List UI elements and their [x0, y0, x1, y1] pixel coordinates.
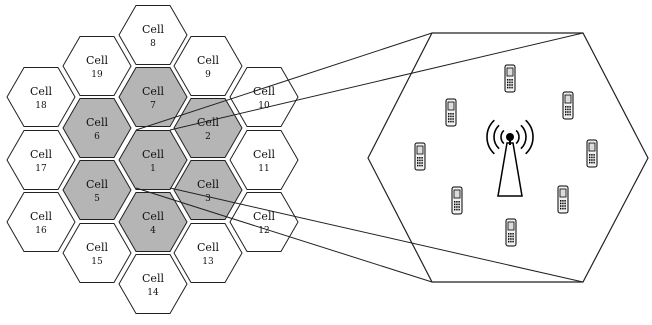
- cell-13: Cell 13: [173, 223, 243, 283]
- zoomed-cell-view: [367, 32, 649, 283]
- cell-6: Cell 6: [62, 98, 132, 158]
- mobile-phone-icon: [414, 142, 426, 171]
- cell-word-label: Cell: [86, 54, 108, 67]
- radio-tower-icon: [486, 119, 534, 197]
- cell-12: Cell 12: [229, 192, 299, 252]
- cell-number-label: 11: [258, 164, 269, 174]
- mobile-phone-icon: [505, 218, 517, 247]
- mobile-phone-icon: [557, 185, 569, 214]
- mobile-phone-icon: [562, 91, 574, 120]
- cell-word-label: Cell: [142, 272, 164, 285]
- cell-hexagon: [118, 254, 188, 314]
- cell-word-label: Cell: [197, 241, 219, 254]
- cell-1: Cell 1: [118, 130, 188, 190]
- cell-number-label: 4: [150, 226, 156, 236]
- cell-17: Cell 17: [6, 130, 76, 190]
- cell-hexagon: [173, 98, 243, 158]
- cell-word-label: Cell: [253, 148, 275, 161]
- cell-18: Cell 18: [6, 67, 76, 127]
- projection-line-4: [169, 187, 584, 283]
- cell-hexagon: [173, 36, 243, 96]
- projection-line-3: [135, 187, 433, 283]
- cell-word-label: Cell: [30, 85, 52, 98]
- cell-number-label: 17: [35, 164, 47, 174]
- cell-word-label: Cell: [30, 210, 52, 223]
- cell-14: Cell 14: [118, 254, 188, 314]
- mobile-phone-icon: [445, 98, 457, 127]
- mobile-phone-icon: [451, 186, 463, 215]
- cell-hexagon: [229, 130, 299, 190]
- cell-16: Cell 16: [6, 192, 76, 252]
- cell-hexagon: [173, 160, 243, 220]
- cell-word-label: Cell: [142, 210, 164, 223]
- projection-line-2: [169, 32, 584, 131]
- cell-hexagon: [62, 36, 132, 96]
- cell-word-label: Cell: [86, 116, 108, 129]
- cell-word-label: Cell: [142, 148, 164, 161]
- cell-hexagon: [6, 67, 76, 127]
- cell-9: Cell 9: [173, 36, 243, 96]
- cell-number-label: 18: [35, 101, 47, 111]
- cell-number-label: 13: [202, 257, 214, 267]
- cell-number-label: 14: [147, 288, 159, 298]
- cell-10: Cell 10: [229, 67, 299, 127]
- zoom-projection-lines: [135, 32, 584, 283]
- cell-hexagon: [118, 5, 188, 65]
- cell-word-label: Cell: [142, 85, 164, 98]
- cell-11: Cell 11: [229, 130, 299, 190]
- cell-hexagon: [6, 130, 76, 190]
- zoomed-cell-hexagon: [367, 32, 649, 283]
- cell-number-label: 1: [150, 164, 156, 174]
- cell-hexagon: [118, 130, 188, 190]
- cell-19: Cell 19: [62, 36, 132, 96]
- cell-number-label: 7: [150, 101, 156, 111]
- projection-line-1: [135, 32, 433, 131]
- cell-4: Cell 4: [118, 192, 188, 252]
- cell-word-label: Cell: [197, 178, 219, 191]
- cell-hexagon: [229, 192, 299, 252]
- cell-number-label: 2: [205, 132, 211, 142]
- cell-number-label: 8: [150, 39, 156, 49]
- cell-word-label: Cell: [30, 148, 52, 161]
- cell-number-label: 16: [35, 226, 47, 236]
- cell-3: Cell 3: [173, 160, 243, 220]
- cell-number-label: 6: [94, 132, 100, 142]
- cell-word-label: Cell: [253, 210, 275, 223]
- cell-word-label: Cell: [142, 23, 164, 36]
- cell-15: Cell 15: [62, 223, 132, 283]
- cell-hexagon: [173, 223, 243, 283]
- cell-hexagon: [118, 192, 188, 252]
- cell-number-label: 12: [258, 226, 269, 236]
- cell-number-label: 9: [205, 70, 211, 80]
- cell-number-label: 10: [258, 101, 270, 111]
- cell-hexagon: [62, 160, 132, 220]
- cell-hexagon: [118, 67, 188, 127]
- cell-word-label: Cell: [253, 85, 275, 98]
- mobile-phone-icon: [504, 64, 516, 93]
- cell-7: Cell 7: [118, 67, 188, 127]
- hexagonal-cell-grid: Cell1Cell2Cell3Cell4Cell5Cell6Cell7Cell8…: [6, 5, 299, 314]
- cell-number-label: 3: [205, 194, 211, 204]
- cell-hexagon: [62, 223, 132, 283]
- cell-word-label: Cell: [197, 54, 219, 67]
- mobile-phone-icon: [586, 139, 598, 168]
- cell-8: Cell 8: [118, 5, 188, 65]
- cell-number-label: 15: [91, 257, 103, 267]
- cell-word-label: Cell: [86, 241, 108, 254]
- cell-hexagon: [6, 192, 76, 252]
- cell-word-label: Cell: [86, 178, 108, 191]
- cell-number-label: 5: [94, 194, 100, 204]
- cell-5: Cell 5: [62, 160, 132, 220]
- cell-number-label: 19: [91, 70, 103, 80]
- cell-hexagon: [62, 98, 132, 158]
